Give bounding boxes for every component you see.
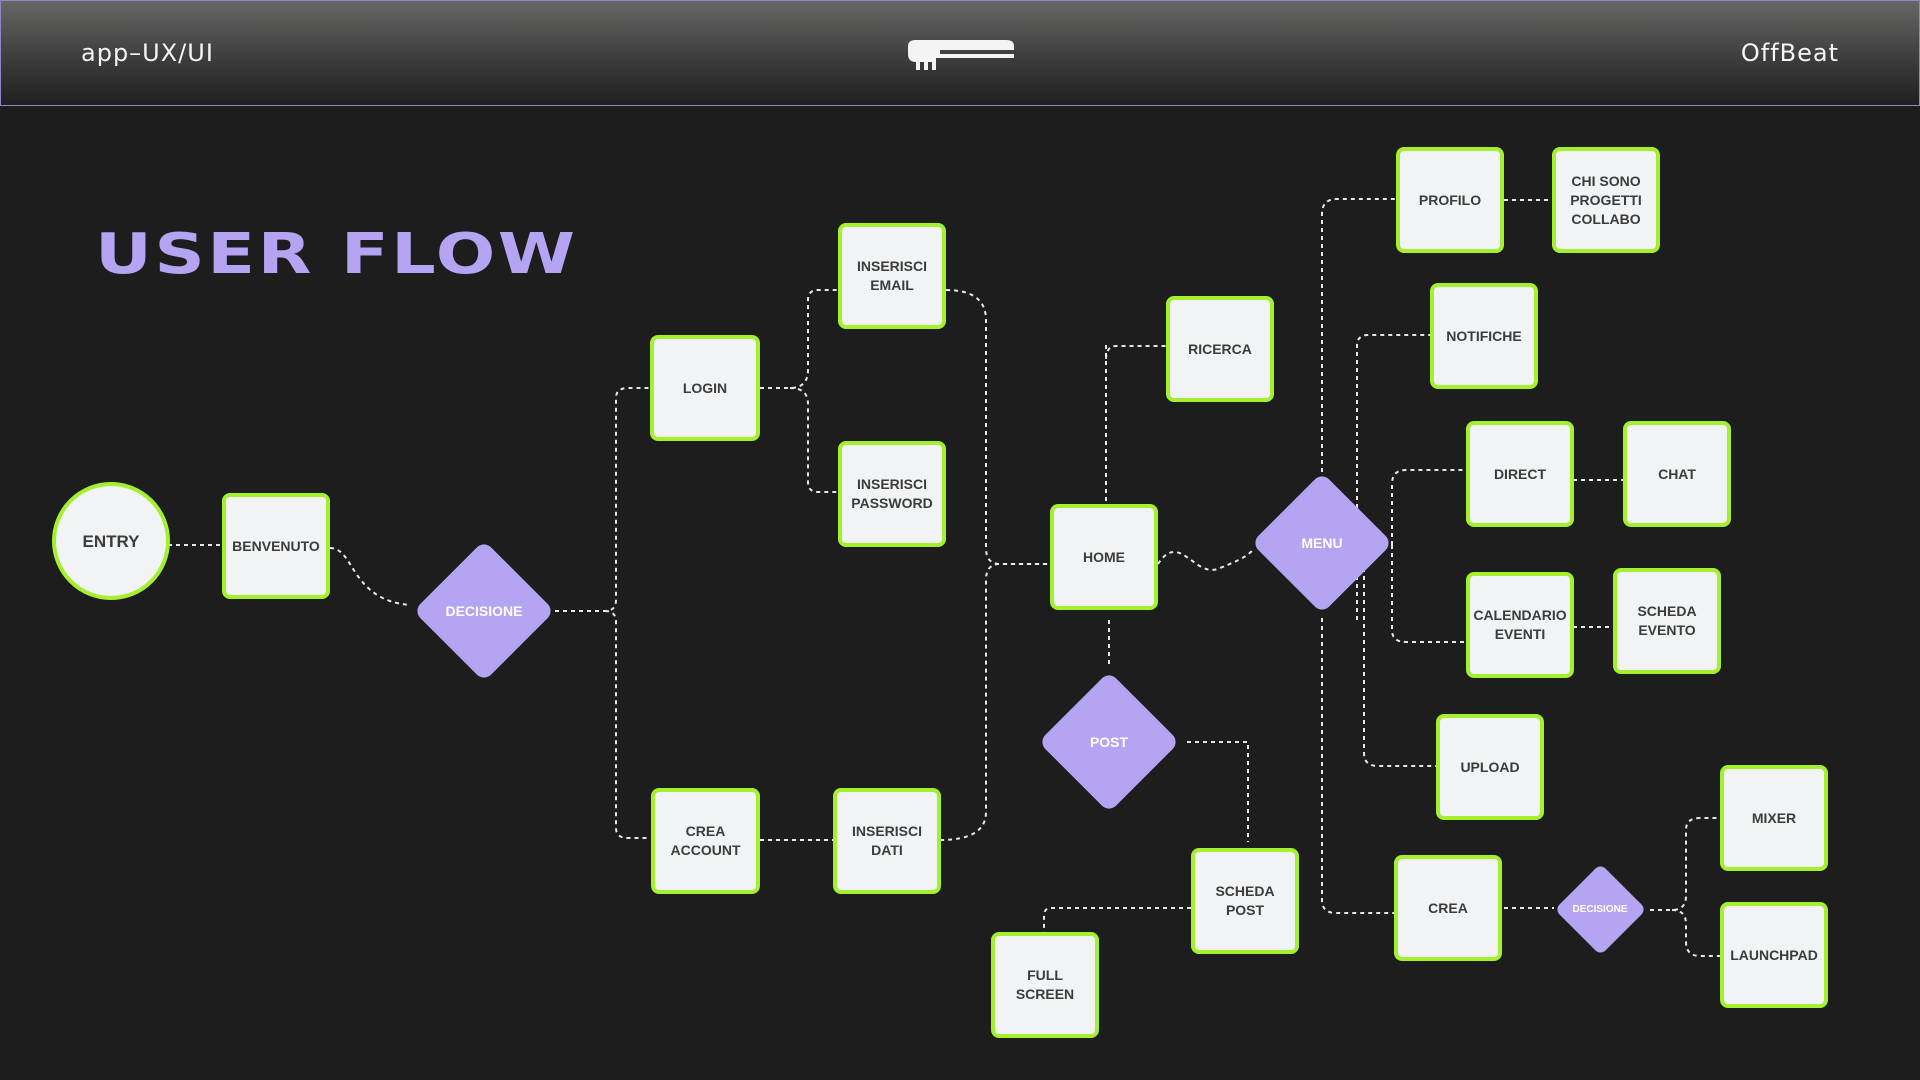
connector xyxy=(329,547,411,606)
crea-node: CREA xyxy=(1394,855,1502,961)
direct-node: DIRECT xyxy=(1466,421,1574,527)
inserisci-password-node: INSERISCI PASSWORD xyxy=(838,441,946,547)
connector xyxy=(1105,345,1168,361)
entry-node: ENTRY xyxy=(52,482,170,600)
chat-node: CHAT xyxy=(1623,421,1731,527)
login-node: LOGIN xyxy=(650,335,760,441)
inserisci-dati-node: INSERISCI DATI xyxy=(833,788,941,894)
connector xyxy=(604,610,650,839)
project-label: app–UX/UI xyxy=(81,39,214,67)
connector xyxy=(1391,545,1467,643)
decisione-diamond: DECISIONE xyxy=(413,540,555,682)
decisione-crea-diamond: DECISIONE xyxy=(1554,863,1646,955)
offbeat-logo-icon xyxy=(908,40,1014,70)
benvenuto-node: BENVENUTO xyxy=(222,493,330,599)
mixer-node: MIXER xyxy=(1720,765,1828,871)
brand-name: OffBeat xyxy=(1740,39,1839,67)
ricerca-node: RICERCA xyxy=(1166,296,1274,402)
scheda-post-node: SCHEDA POST xyxy=(1191,848,1299,954)
decisione-label: DECISIONE xyxy=(445,603,523,619)
decisione-crea-label: DECISIONE xyxy=(1572,903,1628,915)
top-bar: app–UX/UI OffBeat xyxy=(0,0,1920,106)
connector xyxy=(760,289,838,389)
launchpad-node: LAUNCHPAD xyxy=(1720,902,1828,1008)
connector xyxy=(1650,817,1722,911)
post-diamond: POST xyxy=(1038,671,1180,813)
connector xyxy=(1321,198,1396,472)
connector xyxy=(1671,909,1722,957)
menu-label: MENU xyxy=(1301,535,1343,551)
connector xyxy=(1363,560,1438,767)
menu-diamond: MENU xyxy=(1251,472,1393,614)
profilo-node: PROFILO xyxy=(1396,147,1504,253)
chi-sono-node: CHI SONO PROGETTI COLLABO xyxy=(1552,147,1660,253)
connector xyxy=(1157,547,1255,571)
inserisci-email-node: INSERISCI EMAIL xyxy=(838,223,946,329)
connector xyxy=(789,387,838,493)
page-title: USER FLOW xyxy=(95,222,578,287)
connector xyxy=(1321,618,1396,914)
upload-node: UPLOAD xyxy=(1436,714,1544,820)
connector xyxy=(1391,469,1467,545)
connector xyxy=(945,289,1050,565)
calendario-eventi-node: CALENDARIO EVENTI xyxy=(1466,572,1574,678)
home-node: HOME xyxy=(1050,504,1158,610)
post-label: POST xyxy=(1089,734,1129,750)
connector xyxy=(555,387,650,612)
connector xyxy=(1187,741,1249,842)
connector xyxy=(1043,907,1191,932)
connector xyxy=(1356,334,1432,620)
crea-account-node: CREA ACCOUNT xyxy=(651,788,760,894)
full-screen-node: FULL SCREEN xyxy=(991,932,1099,1038)
connector xyxy=(939,563,1050,841)
notifiche-node: NOTIFICHE xyxy=(1430,283,1538,389)
scheda-evento-node: SCHEDA EVENTO xyxy=(1613,568,1721,674)
